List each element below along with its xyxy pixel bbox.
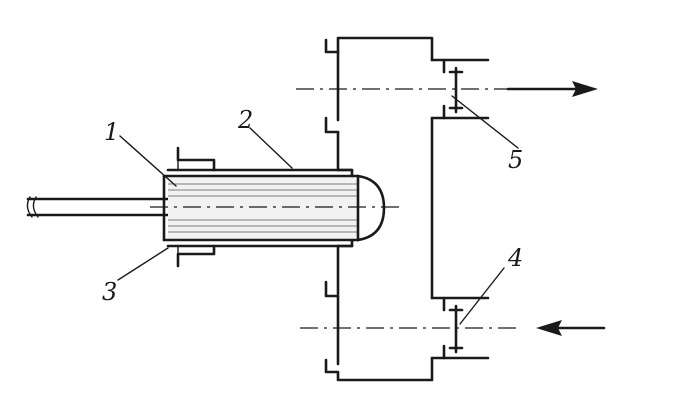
callout-5: 5: [508, 146, 523, 174]
piston-rod: [26, 196, 170, 218]
centre-lines: [150, 88, 520, 329]
outlet-valve: [430, 58, 490, 120]
callout-1: 1: [104, 118, 119, 146]
pump-body: [324, 36, 434, 382]
plunger: [162, 174, 386, 242]
leader-lines: [117, 95, 519, 325]
callout-2: 2: [237, 106, 253, 134]
callout-3: 3: [102, 278, 117, 306]
callout-4: 4: [507, 244, 523, 272]
inlet-arrow: [536, 320, 606, 336]
outlet-arrow: [506, 81, 598, 97]
gland: [166, 168, 216, 248]
